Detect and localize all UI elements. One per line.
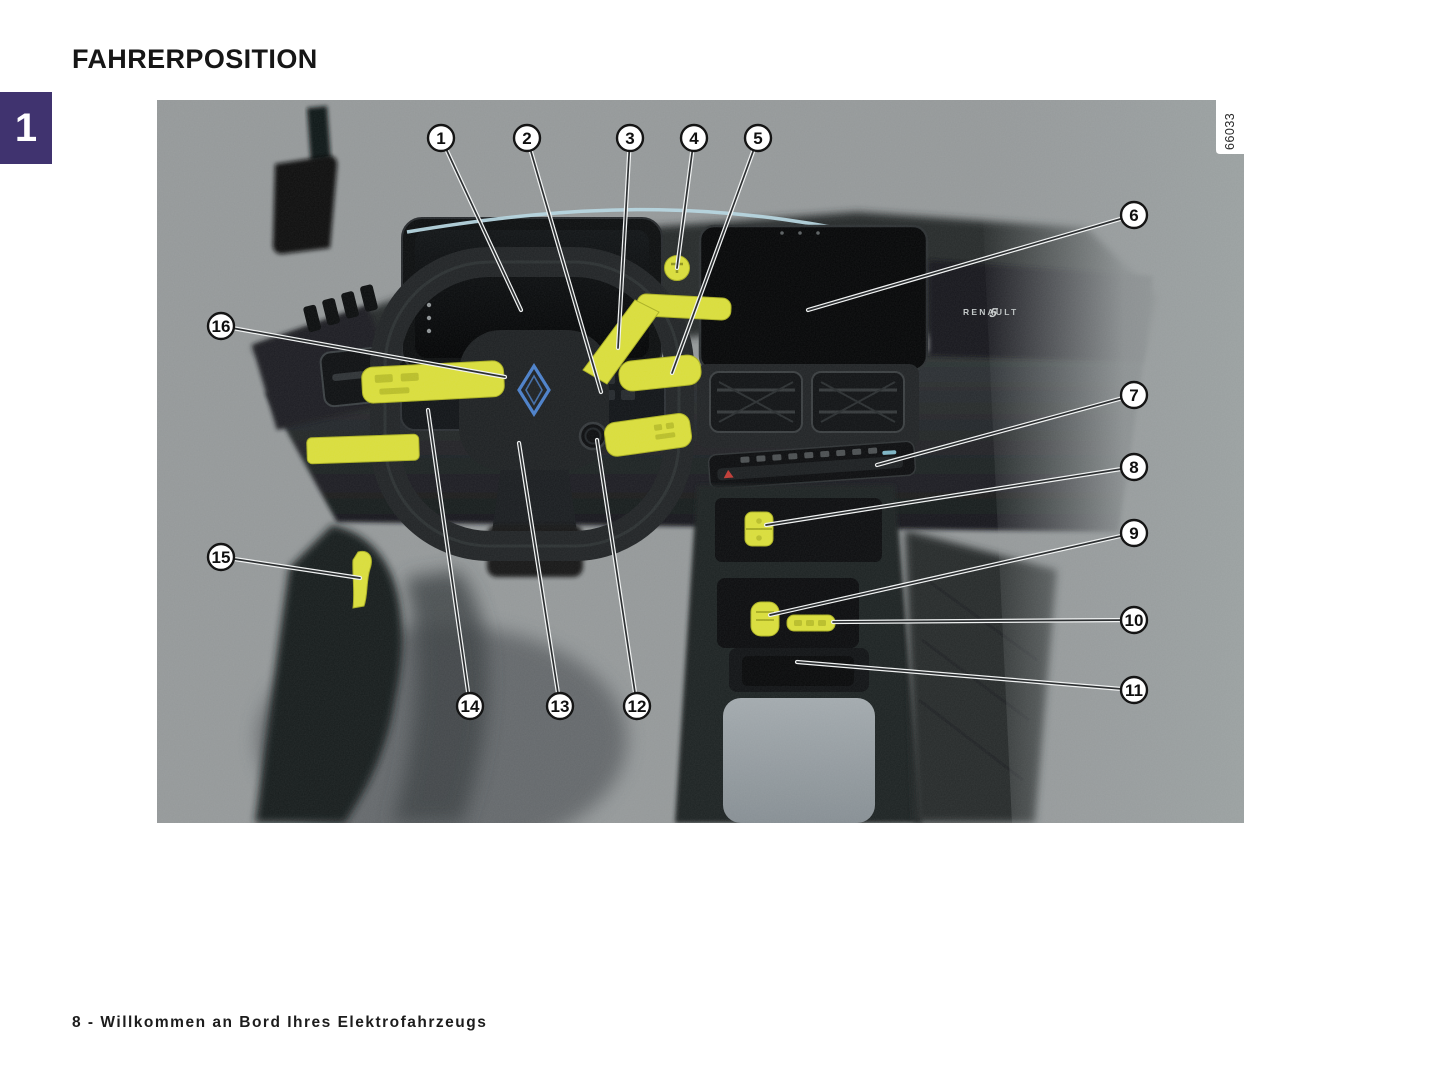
callout-10: 10 bbox=[830, 605, 1149, 635]
svg-text:1: 1 bbox=[436, 129, 445, 148]
callout-15: 15 bbox=[206, 542, 363, 581]
svg-text:11: 11 bbox=[1125, 681, 1143, 700]
svg-text:14: 14 bbox=[461, 697, 480, 716]
svg-text:5: 5 bbox=[753, 129, 762, 148]
chapter-number: 1 bbox=[14, 105, 38, 150]
svg-text:8: 8 bbox=[1129, 458, 1138, 477]
svg-text:10: 10 bbox=[1125, 611, 1144, 630]
callout-5: 5 bbox=[669, 123, 773, 376]
callouts: 1 2 3 4 5 6 7 8 bbox=[206, 123, 1149, 721]
callout-9: 9 bbox=[767, 518, 1149, 618]
image-code-notch: 66033 bbox=[1216, 100, 1244, 154]
callout-14: 14 bbox=[425, 407, 485, 721]
svg-text:3: 3 bbox=[625, 129, 634, 148]
callout-3: 3 bbox=[615, 123, 645, 351]
callout-4: 4 bbox=[674, 123, 709, 271]
callout-7: 7 bbox=[874, 380, 1149, 468]
svg-text:15: 15 bbox=[212, 548, 231, 567]
callout-13: 13 bbox=[516, 440, 575, 721]
callout-2: 2 bbox=[512, 123, 604, 395]
callout-1: 1 bbox=[426, 123, 524, 313]
page-footer: 8 - Willkommen an Bord Ihres Elektrofahr… bbox=[72, 1014, 487, 1032]
dashboard-photo: RENAULT 5 bbox=[157, 100, 1244, 823]
photo-grain bbox=[157, 100, 1244, 823]
callout-6: 6 bbox=[805, 200, 1149, 313]
svg-text:9: 9 bbox=[1129, 524, 1138, 543]
svg-text:12: 12 bbox=[628, 697, 647, 716]
callout-12: 12 bbox=[594, 437, 652, 721]
svg-text:13: 13 bbox=[551, 697, 570, 716]
chapter-tab: 1 bbox=[0, 92, 52, 164]
callout-16: 16 bbox=[206, 311, 508, 380]
svg-text:16: 16 bbox=[212, 317, 231, 336]
image-code: 66033 bbox=[1223, 113, 1237, 150]
svg-text:7: 7 bbox=[1129, 386, 1138, 405]
callout-11: 11 bbox=[794, 659, 1149, 705]
page-title: FAHRERPOSITION bbox=[72, 44, 318, 74]
callout-8: 8 bbox=[763, 452, 1149, 528]
svg-text:2: 2 bbox=[522, 129, 531, 148]
footer-text: 8 - Willkommen an Bord Ihres Elektrofahr… bbox=[72, 1014, 488, 1031]
svg-text:4: 4 bbox=[689, 129, 699, 148]
dashboard-figure: RENAULT 5 bbox=[157, 100, 1244, 823]
svg-text:6: 6 bbox=[1129, 206, 1138, 225]
